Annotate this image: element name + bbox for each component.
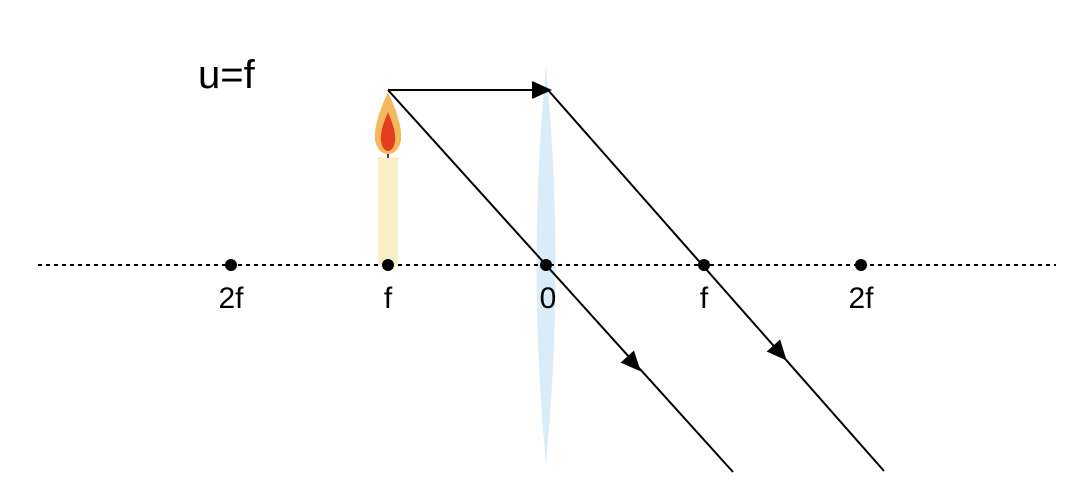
candle-body	[378, 157, 398, 265]
ray-parallel-refracted	[547, 89, 885, 472]
point-center	[540, 259, 552, 271]
label-left-2f: 2f	[218, 282, 244, 315]
ray-center-arrow	[620, 350, 641, 372]
point-left-f	[382, 259, 394, 271]
label-right-f: f	[700, 282, 709, 315]
point-right-2f	[855, 259, 867, 271]
ray-center	[387, 89, 734, 473]
label-right-2f: 2f	[848, 282, 874, 315]
flame-inner	[380, 112, 396, 151]
ray-refracted-arrow	[766, 339, 787, 361]
label-left-f: f	[384, 282, 393, 315]
point-right-f	[698, 259, 710, 271]
label-center: 0	[540, 282, 557, 315]
ray-parallel-arrow	[532, 81, 552, 99]
point-left-2f	[225, 259, 237, 271]
diagram-title: u=f	[198, 53, 256, 97]
